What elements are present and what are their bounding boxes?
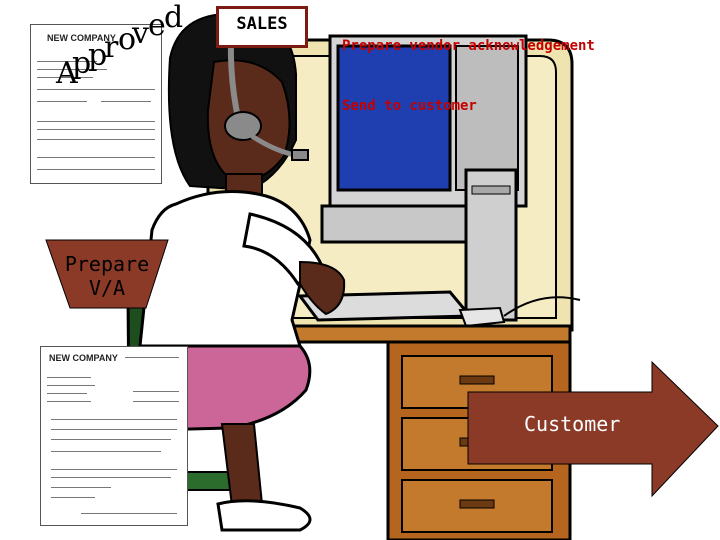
customer-arrow bbox=[467, 360, 719, 498]
approved-stamp: A p p r o v e d bbox=[56, 0, 186, 94]
prepare-va-line2: V/A bbox=[88, 276, 126, 300]
approved-letter: v bbox=[132, 16, 149, 51]
approved-letter: p bbox=[88, 38, 108, 73]
computer-monitor bbox=[320, 34, 528, 244]
prepare-va-label: Prepare V/A bbox=[46, 252, 168, 300]
approved-letter: e bbox=[148, 8, 166, 43]
prepare-va-funnel bbox=[45, 239, 169, 309]
vendor-acknowledgement-document: NEW COMPANY bbox=[40, 346, 188, 526]
doc-logo: NEW COMPANY bbox=[47, 33, 116, 43]
approved-letter: d bbox=[164, 0, 184, 35]
sales-label: SALES bbox=[216, 6, 308, 48]
computer-tower bbox=[464, 168, 518, 322]
prepare-va-line1: Prepare bbox=[64, 252, 150, 276]
step-send-to-customer: Send to customer bbox=[342, 98, 477, 114]
doc-logo: NEW COMPANY bbox=[49, 353, 118, 363]
customer-label: Customer bbox=[524, 412, 621, 436]
approved-letter: A bbox=[56, 56, 78, 91]
step-prepare-vendor-ack: Prepare vendor acknowledgement bbox=[342, 38, 595, 54]
approved-letter: o bbox=[118, 22, 137, 57]
approved-letter: r bbox=[104, 30, 119, 65]
approved-document: NEW COMPANY bbox=[30, 24, 162, 184]
approved-letter: p bbox=[72, 46, 92, 81]
